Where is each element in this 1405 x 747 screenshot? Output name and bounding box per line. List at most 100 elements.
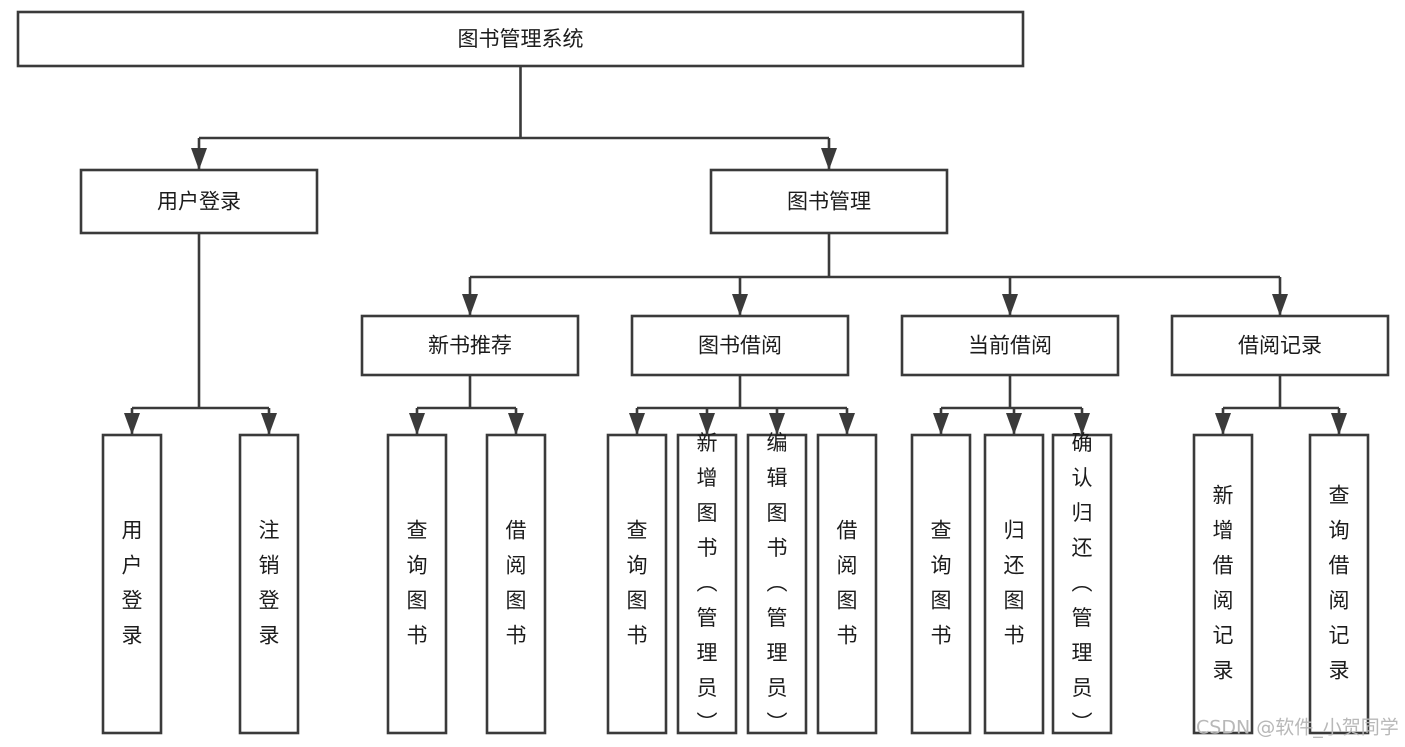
node-box-new-book-recommend[interactable] (360, 314, 580, 377)
node-layer: 图书管理系统用户登录图书管理新书推荐图书借阅当前借阅借阅记录用户登录注销登录查询… (16, 10, 1390, 735)
node-label-char-leaf-query-borrow-record-1: 询 (1329, 519, 1350, 543)
arrow-icon-leaf-query-borrow-record (1331, 413, 1347, 435)
arrow-icon-book-manage (821, 148, 837, 170)
node-label-char-leaf-return-book-1: 还 (1004, 554, 1025, 578)
node-label-char-leaf-confirm-return-admin-3: 还 (1072, 536, 1093, 560)
node-label-char-leaf-query-book-new-1: 询 (407, 554, 428, 578)
node-box-borrow-record[interactable] (1170, 314, 1390, 377)
node-label-char-leaf-query-book-current-3: 书 (931, 624, 952, 648)
node-label-char-leaf-borrow-book-borrow-1: 阅 (837, 554, 858, 578)
node-box-leaf-query-book-current[interactable] (910, 433, 972, 735)
node-label-char-leaf-borrow-book-borrow-2: 图 (837, 589, 858, 613)
node-label-book-borrow: 图书借阅 (698, 334, 782, 358)
node-label-char-leaf-add-book-admin-5: 管 (697, 606, 718, 630)
node-box-user-login[interactable] (79, 168, 319, 235)
arrow-icon-leaf-add-book-admin (699, 413, 715, 435)
arrow-icon-user-login (191, 148, 207, 170)
node-label-char-leaf-confirm-return-admin-8: ︶ (1072, 711, 1093, 735)
node-label-char-leaf-confirm-return-admin-2: 归 (1072, 501, 1093, 525)
node-box-leaf-confirm-return-admin[interactable] (1051, 433, 1113, 735)
arrow-icon-borrow-record (1272, 294, 1288, 316)
node-label-book-manage: 图书管理 (787, 190, 871, 214)
node-label-char-leaf-user-login-1: 户 (122, 554, 143, 578)
node-label-char-leaf-query-book-new-2: 图 (407, 589, 428, 613)
node-label-char-leaf-add-book-admin-8: ︶ (697, 711, 718, 735)
node-box-current-borrow[interactable] (900, 314, 1120, 377)
node-label-char-leaf-query-book-current-0: 查 (931, 519, 952, 543)
node-label-char-leaf-query-book-borrow-3: 书 (627, 624, 648, 648)
node-box-leaf-borrow-book-new[interactable] (485, 433, 547, 735)
node-box-root[interactable] (16, 10, 1025, 68)
csdn-watermark: CSDN @软件_小贺同学 (1196, 717, 1399, 739)
node-box-book-manage[interactable] (709, 168, 949, 235)
node-current-borrow[interactable]: 当前借阅 (900, 314, 1120, 377)
node-box-book-borrow[interactable] (630, 314, 850, 377)
node-user-login[interactable]: 用户登录 (79, 168, 319, 235)
node-label-char-leaf-query-book-borrow-1: 询 (627, 554, 648, 578)
node-box-leaf-query-book-borrow[interactable] (606, 433, 668, 735)
node-label-char-leaf-borrow-book-new-1: 阅 (506, 554, 527, 578)
node-label-root: 图书管理系统 (458, 27, 584, 51)
node-label-char-leaf-query-book-current-2: 图 (931, 589, 952, 613)
arrow-icon-leaf-query-book-current (933, 413, 949, 435)
arrow-icon-leaf-borrow-book-borrow (839, 413, 855, 435)
node-label-char-leaf-add-book-admin-2: 图 (697, 501, 718, 525)
node-label-char-leaf-confirm-return-admin-6: 理 (1072, 641, 1093, 665)
node-borrow-record[interactable]: 借阅记录 (1170, 314, 1390, 377)
node-book-manage[interactable]: 图书管理 (709, 168, 949, 235)
node-label-char-leaf-edit-book-admin-0: 编 (767, 431, 788, 455)
node-label-char-leaf-borrow-book-new-0: 借 (506, 519, 527, 543)
node-label-char-leaf-query-book-new-3: 书 (407, 624, 428, 648)
node-label-char-leaf-confirm-return-admin-4: ︵ (1072, 571, 1093, 595)
node-box-leaf-query-book-new[interactable] (386, 433, 448, 735)
node-label-char-leaf-edit-book-admin-4: ︵ (767, 571, 788, 595)
node-box-leaf-add-book-admin[interactable] (676, 433, 738, 735)
node-new-book-recommend[interactable]: 新书推荐 (360, 314, 580, 377)
node-leaf-user-login[interactable]: 用户登录 (101, 433, 163, 735)
arrow-icon-leaf-query-book-borrow (629, 413, 645, 435)
node-box-leaf-return-book[interactable] (983, 433, 1045, 735)
node-label-char-leaf-confirm-return-admin-7: 员 (1072, 676, 1093, 700)
node-label-char-leaf-add-borrow-record-0: 新 (1213, 484, 1234, 508)
node-label-char-leaf-return-book-3: 书 (1004, 624, 1025, 648)
node-root[interactable]: 图书管理系统 (16, 10, 1025, 68)
node-label-char-leaf-add-borrow-record-2: 借 (1213, 554, 1234, 578)
node-box-leaf-add-borrow-record[interactable] (1192, 433, 1254, 735)
node-label-char-leaf-query-book-borrow-2: 图 (627, 589, 648, 613)
node-label-char-leaf-add-book-admin-7: 员 (697, 676, 718, 700)
node-box-leaf-borrow-book-borrow[interactable] (816, 433, 878, 735)
node-box-leaf-edit-book-admin[interactable] (746, 433, 808, 735)
node-box-leaf-logout[interactable] (238, 433, 300, 735)
arrow-icon-current-borrow (1002, 294, 1018, 316)
node-label-char-leaf-borrow-book-new-2: 图 (506, 589, 527, 613)
node-label-char-leaf-confirm-return-admin-0: 确 (1072, 431, 1093, 455)
arrow-icon-leaf-edit-book-admin (769, 413, 785, 435)
node-label-char-leaf-add-book-admin-0: 新 (697, 431, 718, 455)
node-label-char-leaf-add-borrow-record-1: 增 (1213, 519, 1234, 543)
node-label-char-leaf-add-book-admin-6: 理 (697, 641, 718, 665)
node-label-char-leaf-query-book-borrow-0: 查 (627, 519, 648, 543)
node-label-current-borrow: 当前借阅 (968, 334, 1052, 358)
node-label-char-leaf-edit-book-admin-2: 图 (767, 501, 788, 525)
node-box-leaf-user-login[interactable] (101, 433, 163, 735)
node-label-char-leaf-confirm-return-admin-5: 管 (1072, 606, 1093, 630)
node-book-borrow[interactable]: 图书借阅 (630, 314, 850, 377)
arrow-icon-leaf-confirm-return-admin (1074, 413, 1090, 435)
node-label-char-leaf-query-borrow-record-5: 录 (1329, 659, 1350, 683)
connector-layer (124, 66, 1347, 435)
node-box-leaf-query-borrow-record[interactable] (1308, 433, 1370, 735)
node-label-char-leaf-add-borrow-record-4: 记 (1213, 624, 1234, 648)
